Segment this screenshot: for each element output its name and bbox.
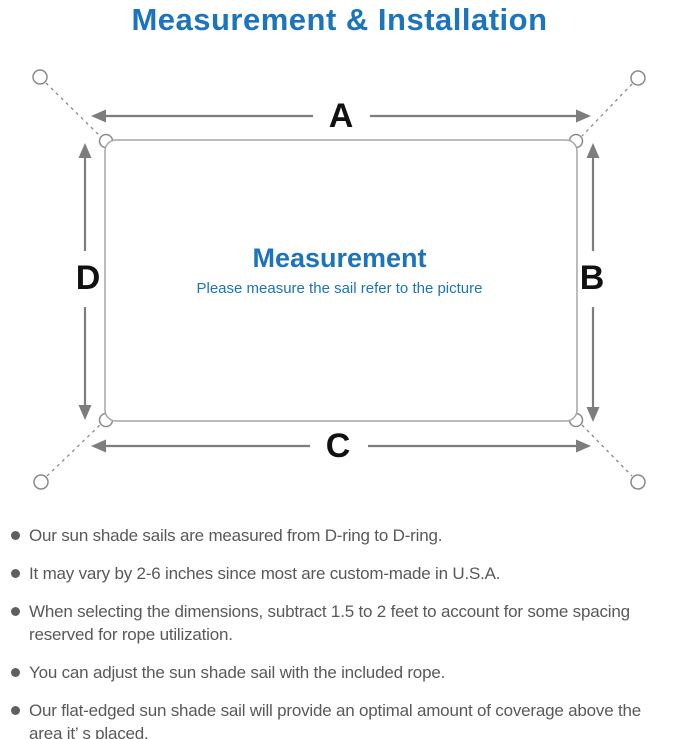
- note-text: Our flat-edged sun shade sail will provi…: [29, 701, 642, 739]
- list-item: When selecting the dimensions, subtract …: [8, 600, 675, 646]
- bullet-icon: [11, 706, 20, 715]
- note-text: When selecting the dimensions, subtract …: [29, 602, 630, 644]
- arrow-d-top-head-icon: [78, 143, 92, 158]
- list-item: It may vary by 2-6 inches since most are…: [8, 562, 675, 585]
- sail-outline: [104, 139, 578, 422]
- dimension-label-c: C: [325, 427, 351, 465]
- diagram-subheading: Please measure the sail refer to the pic…: [196, 280, 483, 297]
- measurement-diagram: A B C D Measurement Please measure the s…: [0, 55, 679, 515]
- arrow-c-left-head-icon: [91, 439, 106, 453]
- list-item: Our flat-edged sun shade sail will provi…: [8, 699, 675, 739]
- page-title: Measurement & Installation: [131, 2, 548, 37]
- diagram-center-text: Measurement Please measure the sail refe…: [0, 241, 679, 299]
- arrow-c-right-head-icon: [576, 439, 591, 453]
- anchor-ring-bottom-right-icon: [630, 474, 646, 490]
- dimension-label-d: D: [75, 259, 101, 297]
- note-text: You can adjust the sun shade sail with t…: [29, 663, 446, 682]
- rope-dashed-line-bottom-right: [581, 424, 633, 477]
- arrow-b-bottom-head-icon: [586, 407, 600, 422]
- rope-dashed-line-top-left: [45, 82, 101, 137]
- bullet-icon: [11, 607, 20, 616]
- bullet-icon: [11, 531, 20, 540]
- bullet-icon: [11, 569, 20, 578]
- list-item: Our sun shade sails are measured from D-…: [8, 524, 675, 547]
- rope-dashed-line-top-right: [581, 83, 633, 137]
- arrow-b-top-head-icon: [586, 143, 600, 158]
- arrow-d-bottom-head-icon: [78, 405, 92, 420]
- anchor-ring-top-right-icon: [630, 70, 646, 86]
- diagram-heading: Measurement: [252, 243, 427, 273]
- dimension-label-a: A: [328, 97, 354, 135]
- arrow-a-right-head-icon: [576, 109, 591, 123]
- anchor-ring-top-left-icon: [32, 69, 48, 85]
- rope-dashed-line-bottom-left: [46, 424, 101, 477]
- note-text: It may vary by 2-6 inches since most are…: [29, 564, 501, 583]
- arrow-a-left-head-icon: [91, 109, 106, 123]
- bullet-icon: [11, 668, 20, 677]
- notes-list: Our sun shade sails are measured from D-…: [8, 524, 675, 739]
- note-text: Our sun shade sails are measured from D-…: [29, 526, 443, 545]
- dimension-label-b: B: [579, 259, 605, 297]
- sail-diagram-graphic: [32, 69, 646, 490]
- list-item: You can adjust the sun shade sail with t…: [8, 661, 675, 684]
- anchor-ring-bottom-left-icon: [33, 474, 49, 490]
